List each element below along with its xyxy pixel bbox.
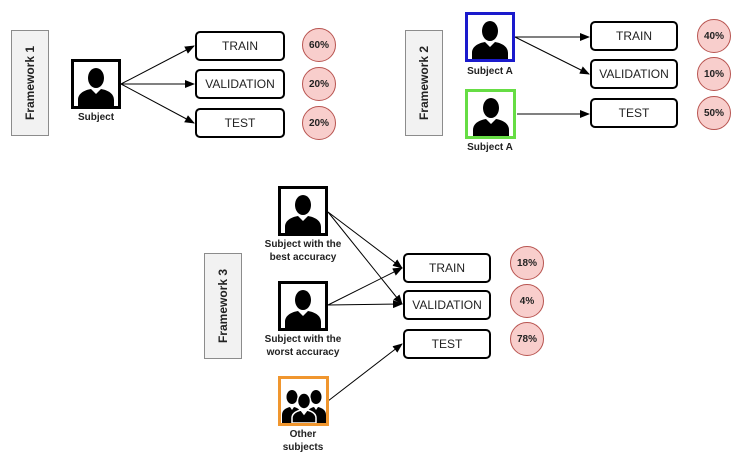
f1-test-percent: 20% [302, 106, 336, 140]
person-silhouette-icon [472, 98, 509, 136]
framework-2-label: Framework 2 [405, 30, 443, 136]
person-silhouette-icon [285, 195, 321, 233]
subject-icon-box [71, 59, 121, 109]
f1-validation-box: VALIDATION [195, 69, 285, 99]
person-silhouette-icon [78, 68, 114, 106]
f2-validation-percent: 10% [697, 57, 731, 91]
subject-caption: Subject [77, 112, 115, 123]
f2-train-percent: 40% [697, 19, 731, 53]
framework-2-label-text: Framework 2 [417, 45, 432, 121]
subject-a-green-caption: Subject A [467, 142, 513, 153]
f2-train-box: TRAIN [590, 21, 678, 51]
arrow-f3-best-train [327, 211, 403, 269]
f2-test-percent: 50% [697, 96, 731, 130]
other-subjects-icon-box [278, 376, 329, 426]
f2-test-box: TEST [590, 98, 678, 128]
subject-worst-icon-box [278, 281, 328, 331]
f3-test-percent: 78% [510, 322, 544, 356]
arrow-f3-worst-train [327, 267, 403, 306]
subject-best-caption-line1: Subject with the [264, 239, 342, 250]
framework-3-label-text: Framework 3 [216, 268, 231, 344]
arrow-f1-test [120, 83, 195, 124]
people-group-icon [281, 390, 326, 423]
f1-train-percent: 60% [302, 28, 336, 62]
other-subjects-caption-line2: subjects [282, 442, 324, 453]
f1-validation-percent: 20% [302, 67, 336, 101]
other-subjects-caption-line1: Other [289, 429, 317, 440]
arrow-f3-worst-validation [327, 300, 403, 309]
subject-a-blue-icon-box [465, 12, 515, 62]
subject-best-caption: Subject with the best accuracy [253, 238, 353, 264]
f3-validation-box: VALIDATION [403, 290, 491, 320]
f2-validation-box: VALIDATION [590, 59, 678, 89]
framework-1-label-text: Framework 1 [23, 45, 38, 121]
f3-train-box: TRAIN [403, 253, 491, 283]
arrow-f2-validation [514, 36, 590, 75]
person-silhouette-icon [285, 290, 321, 328]
subject-best-caption-line2: best accuracy [269, 252, 337, 263]
f3-train-percent: 18% [510, 246, 544, 280]
subject-a-green-icon-box [465, 89, 516, 139]
framework-3-label: Framework 3 [204, 253, 242, 359]
arrow-f3-others-test [327, 343, 403, 402]
subject-worst-caption-line2: worst accuracy [266, 347, 340, 358]
subject-a-blue-caption: Subject A [467, 66, 513, 77]
f1-train-box: TRAIN [195, 31, 285, 61]
subject-worst-caption: Subject with the worst accuracy [253, 333, 353, 359]
subject-worst-caption-line1: Subject with the [264, 334, 342, 345]
person-silhouette-icon [472, 21, 508, 59]
f3-validation-percent: 4% [510, 284, 544, 318]
other-subjects-caption: Other subjects [263, 428, 343, 454]
arrow-f1-train [120, 45, 195, 85]
f3-test-box: TEST [403, 329, 491, 359]
framework-1-label: Framework 1 [11, 30, 49, 136]
subject-best-icon-box [278, 186, 328, 236]
arrow-f3-best-validation [327, 211, 403, 305]
f1-test-box: TEST [195, 108, 285, 138]
